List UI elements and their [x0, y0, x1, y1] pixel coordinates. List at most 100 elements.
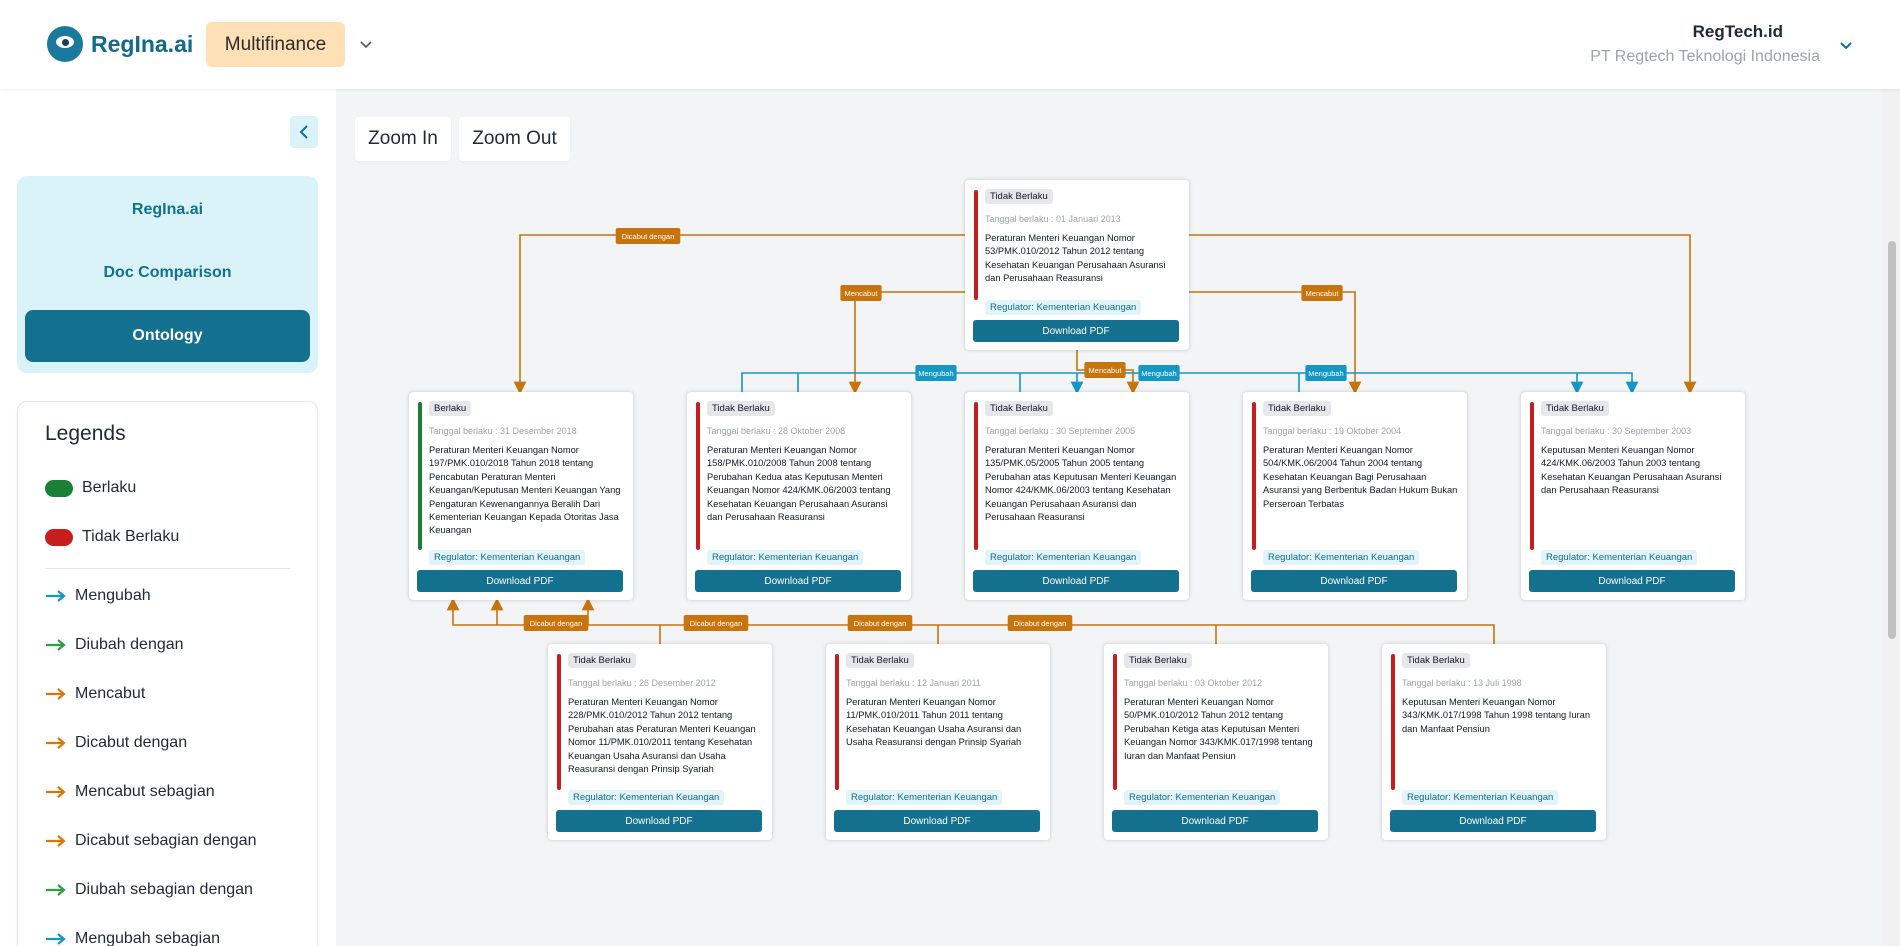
- effective-date: Tanggal berlaku : 13 Juli 1998: [1402, 678, 1522, 688]
- legend-relation-label: Mengubah sebagian: [75, 930, 221, 946]
- edge-label: Dicabut dengan: [523, 615, 589, 631]
- chevron-left-icon: [299, 125, 308, 139]
- effective-date: Tanggal berlaku : 26 Desember 2012: [568, 678, 716, 688]
- logo-text: RegIna.ai: [91, 30, 194, 57]
- edge-label: Dicabut dengan: [847, 615, 913, 631]
- edge-label: Mengubah: [915, 365, 957, 381]
- status-indicator-bar: [418, 402, 422, 550]
- regulation-title: Peraturan Menteri Keuangan Nomor 50/PMK.…: [1124, 697, 1313, 761]
- edge-label-text: Mencabut: [845, 289, 879, 298]
- nav-item-ontology[interactable]: Ontology: [25, 310, 310, 362]
- relation-edge: [660, 624, 1495, 644]
- status-indicator-bar: [696, 402, 700, 550]
- download-pdf-button[interactable]: Download PDF: [834, 810, 1040, 832]
- legend-relation-label: Dicabut dengan: [75, 734, 188, 751]
- edge-label-text: Mengubah: [1141, 369, 1176, 378]
- regulator-badge: Regulator: Kementerian Keuangan: [1124, 790, 1281, 805]
- status-indicator-bar: [1391, 654, 1395, 790]
- download-pdf-button[interactable]: Download PDF: [1529, 570, 1735, 592]
- status-indicator-bar: [974, 402, 978, 550]
- legend-relation-label: Mencabut sebagian: [75, 783, 215, 800]
- nav-item-doc-comparison[interactable]: Doc Comparison: [103, 264, 232, 281]
- legend-status-label: Berlaku: [82, 479, 137, 496]
- arrow-right-icon: [46, 884, 66, 896]
- legend-relation-item: Dicabut dengan: [45, 734, 187, 752]
- edge-label: Mengubah: [1138, 365, 1180, 381]
- download-pdf-button[interactable]: Download PDF: [695, 570, 901, 592]
- legend-title: Legends: [45, 422, 126, 445]
- app-logo[interactable]: RegIna.ai: [47, 26, 193, 62]
- download-pdf-button[interactable]: Download PDF: [417, 570, 623, 592]
- top-header: RegIna.ai Multifinance RegTech.id PT Reg…: [0, 0, 1900, 89]
- effective-date: Tanggal berlaku : 01 Januari 2013: [985, 214, 1121, 224]
- regulator-badge: Regulator: Kementerian Keuangan: [985, 550, 1142, 565]
- collapse-sidebar-button[interactable]: [290, 116, 318, 148]
- chevron-down-icon[interactable]: [358, 36, 374, 52]
- regulation-title: Peraturan Menteri Keuangan Nomor 53/PMK.…: [985, 233, 1166, 284]
- download-pdf-button[interactable]: Download PDF: [1390, 810, 1596, 832]
- regulation-title: Peraturan Menteri Keuangan Nomor 197/PMK…: [429, 445, 621, 536]
- legend-relation-item: Diubah dengan: [45, 636, 184, 654]
- regulation-title: Peraturan Menteri Keuangan Nomor 135/PMK…: [985, 445, 1177, 523]
- product-selector[interactable]: Multifinance: [206, 22, 345, 67]
- status-indicator-bar: [974, 190, 978, 300]
- effective-date: Tanggal berlaku : 30 September 2005: [985, 426, 1136, 436]
- legend-relation-label: Mengubah: [75, 587, 151, 604]
- zoom-in-button[interactable]: Zoom In: [355, 117, 451, 161]
- edge-label-text: Mengubah: [1308, 369, 1343, 378]
- regulation-title: Peraturan Menteri Keuangan Nomor 11/PMK.…: [846, 697, 1022, 748]
- regulator-badge: Regulator: Kementerian Keuangan: [707, 550, 864, 565]
- status-badge: Tidak Berlaku: [1124, 653, 1192, 668]
- regulator-badge: Regulator: Kementerian Keuangan: [429, 550, 586, 565]
- nav-item-regina[interactable]: RegIna.ai: [131, 201, 204, 218]
- download-pdf-button[interactable]: Download PDF: [556, 810, 762, 832]
- regulation-title: Peraturan Menteri Keuangan Nomor 228/PMK…: [568, 697, 756, 775]
- effective-date: Tanggal berlaku : 19 Oktober 2004: [1263, 426, 1402, 436]
- regulator-badge: Regulator: Kementerian Keuangan: [1263, 550, 1420, 565]
- download-pdf-button[interactable]: Download PDF: [1251, 570, 1457, 592]
- regulator-badge: Regulator: Kementerian Keuangan: [846, 790, 1003, 805]
- edge-label-text: Mencabut: [1306, 289, 1340, 298]
- edge-label: Mencabut: [1084, 362, 1126, 378]
- user-organization: PT Regtech Teknologi Indonesia: [1590, 48, 1820, 65]
- status-indicator-bar: [1252, 402, 1256, 550]
- account-menu-chevron-icon[interactable]: [1837, 36, 1855, 54]
- zoom-out-button[interactable]: Zoom Out: [459, 117, 570, 161]
- edge-label-text: Dicabut dengan: [622, 232, 675, 241]
- download-pdf-button[interactable]: Download PDF: [1112, 810, 1318, 832]
- scrollbar-thumb[interactable]: [1888, 241, 1896, 639]
- edge-label-text: Dicabut dengan: [1014, 619, 1067, 628]
- nav-menu: RegIna.ai Doc Comparison Ontology: [17, 176, 318, 373]
- arrow-right-icon: [46, 835, 66, 847]
- arrow-right-icon: [46, 688, 66, 700]
- download-pdf-button[interactable]: Download PDF: [973, 320, 1179, 342]
- status-color-swatch: [45, 528, 73, 546]
- arrow-right-icon: [46, 933, 66, 945]
- status-badge: Tidak Berlaku: [846, 653, 914, 668]
- download-pdf-button[interactable]: Download PDF: [973, 570, 1179, 592]
- ontology-canvas[interactable]: Zoom In Zoom Out: [336, 89, 1883, 946]
- edge-label: Mengubah: [1305, 365, 1347, 381]
- status-badge: Tidak Berlaku: [1541, 401, 1609, 416]
- legend-relation-item: Dicabut sebagian dengan: [45, 832, 256, 850]
- effective-date: Tanggal berlaku : 28 Oktober 2008: [707, 426, 846, 436]
- vertical-scrollbar[interactable]: [1883, 89, 1900, 946]
- relation-edge: [1189, 291, 1362, 395]
- regulation-title: Keputusan Menteri Keuangan Nomor 343/KMK…: [1402, 697, 1590, 734]
- sidebar: RegIna.ai Doc Comparison Ontology Legend…: [0, 89, 336, 946]
- edge-label-text: Dicabut dengan: [690, 619, 743, 628]
- regulation-title: Peraturan Menteri Keuangan Nomor 158/PMK…: [707, 445, 891, 523]
- status-indicator-bar: [835, 654, 839, 790]
- edge-label-text: Dicabut dengan: [854, 619, 907, 628]
